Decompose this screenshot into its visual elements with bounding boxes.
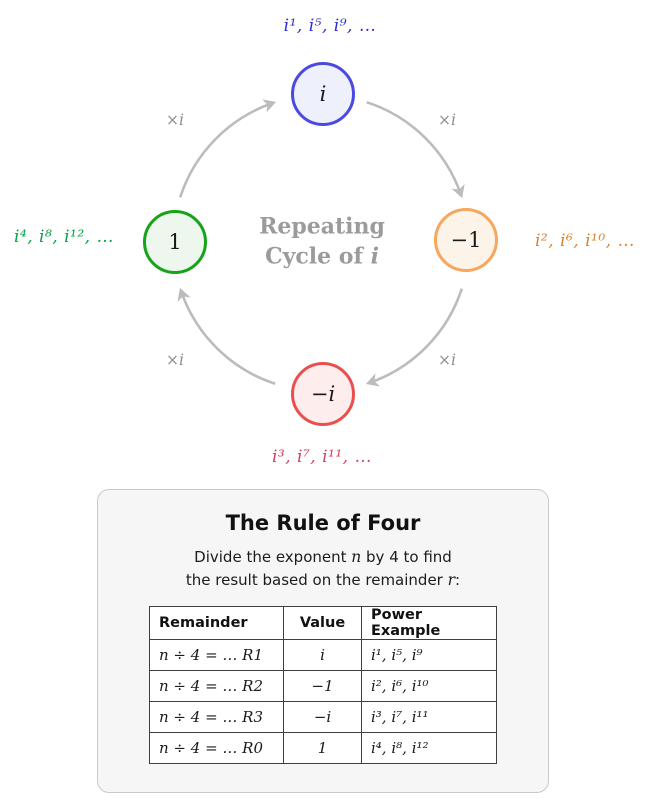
node-i-value: i: [319, 82, 327, 106]
node-minus-i: −i: [291, 362, 355, 426]
arrow-minus-one-to-minus-i: [365, 288, 464, 387]
node-minus-one-value: −1: [450, 228, 482, 252]
panel-subtitle-line2: the result based on the remainder r:: [185, 571, 461, 590]
table-row: n ÷ 4 = … R3 −i i³, i⁷, i¹¹: [149, 700, 497, 733]
center-caption-i: i: [370, 243, 379, 269]
subtitle-var-n: n: [351, 548, 362, 566]
cycle-diagram: Repeating Cycle of i i −1 −i 1 i¹, i⁵, i…: [14, 16, 635, 467]
arrow-minus-i-to-one: [177, 287, 276, 386]
rule-of-four-panel: The Rule of Four Divide the exponent n b…: [97, 489, 549, 793]
node-minus-one: −1: [434, 208, 498, 272]
powers-label-one: i⁴, i⁸, i¹², …: [14, 227, 114, 247]
table-row: n ÷ 4 = … R1 i i¹, i⁵, i⁹: [149, 638, 497, 671]
cell-powers: i⁴, i⁸, i¹²: [361, 731, 497, 764]
powers-label-i: i¹, i⁵, i⁹, …: [283, 16, 377, 36]
node-i: i: [291, 62, 355, 126]
cell-value: −1: [283, 669, 362, 702]
node-minus-i-value: −i: [310, 382, 336, 406]
center-caption-line2: Cycle of i: [265, 243, 379, 269]
table-row: n ÷ 4 = … R2 −1 i², i⁶, i¹⁰: [149, 669, 497, 702]
cell-remainder: n ÷ 4 = … R0: [149, 731, 284, 764]
header-value: Value: [283, 605, 362, 640]
arrow-i-to-minus-one: [366, 100, 465, 199]
rule-of-four-table: Remainder Value Power Example n ÷ 4 = … …: [149, 605, 497, 764]
cell-powers: i¹, i⁵, i⁹: [361, 638, 497, 671]
cell-remainder: n ÷ 4 = … R1: [149, 638, 284, 671]
powers-label-minus-i: i³, i⁷, i¹¹, …: [272, 447, 372, 467]
header-power-example: Power Example: [361, 605, 497, 640]
cell-value: 1: [283, 731, 362, 764]
cycle-arrows: [177, 99, 465, 387]
cell-remainder: n ÷ 4 = … R2: [149, 669, 284, 702]
subtitle-var-r: r: [447, 571, 456, 590]
powers-label-minus-one: i², i⁶, i¹⁰, …: [535, 231, 635, 251]
times-i-label-lower-left: ×i: [166, 351, 184, 369]
arrow-one-to-i: [178, 99, 277, 198]
table-header-row: Remainder Value Power Example: [149, 605, 497, 640]
times-i-label-lower-right: ×i: [438, 351, 456, 369]
panel-title: The Rule of Four: [225, 511, 421, 535]
panel-subtitle: Divide the exponent n by 4 to find the r…: [98, 546, 548, 593]
cell-value: i: [283, 638, 362, 671]
cell-powers: i³, i⁷, i¹¹: [361, 700, 497, 733]
times-i-label-upper-left: ×i: [166, 111, 184, 129]
cell-remainder: n ÷ 4 = … R3: [149, 700, 284, 733]
cell-value: −i: [283, 700, 362, 733]
header-remainder: Remainder: [149, 605, 284, 640]
table-row: n ÷ 4 = … R0 1 i⁴, i⁸, i¹²: [149, 731, 497, 764]
center-caption: Repeating Cycle of i: [259, 212, 385, 271]
times-i-label-upper-right: ×i: [438, 111, 456, 129]
node-one: 1: [143, 210, 207, 274]
cell-powers: i², i⁶, i¹⁰: [361, 669, 497, 702]
panel-subtitle-line1: Divide the exponent n by 4 to find: [194, 548, 452, 566]
node-one-value: 1: [168, 230, 182, 254]
center-caption-line1: Repeating: [259, 213, 385, 240]
